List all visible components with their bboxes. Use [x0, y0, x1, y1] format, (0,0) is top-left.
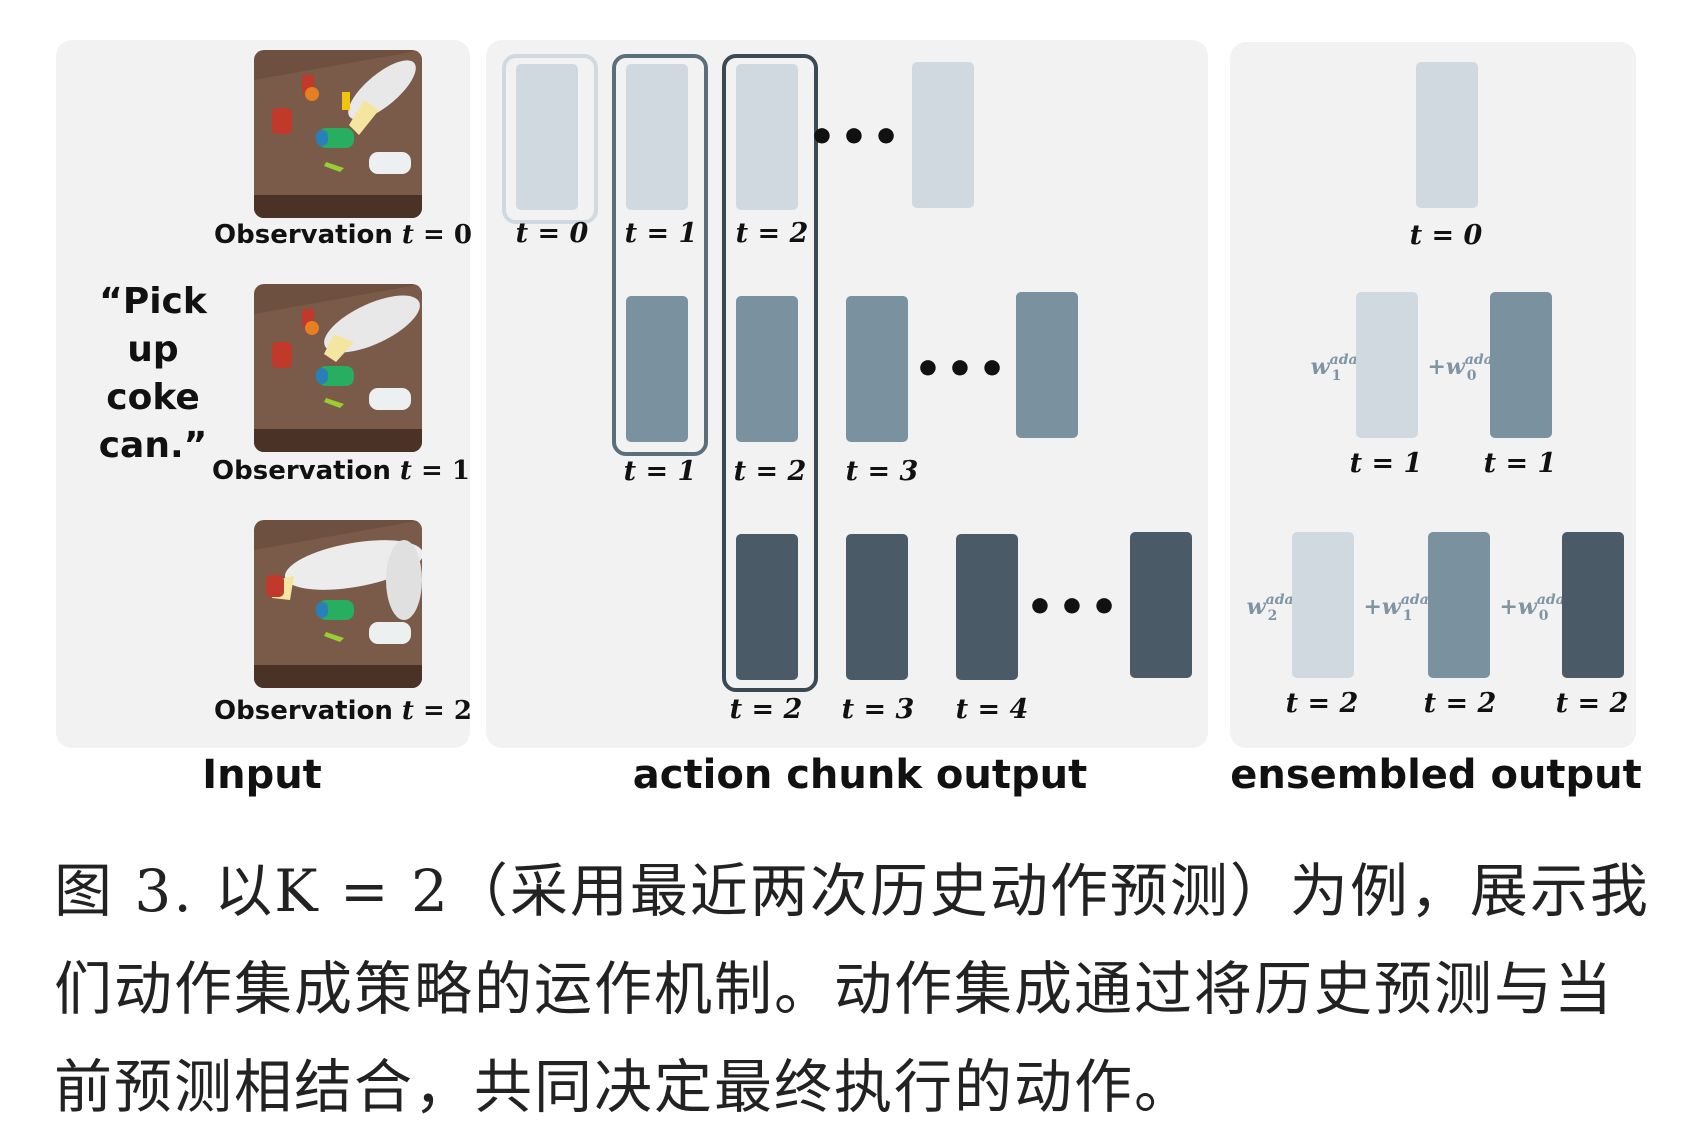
chunk-row0-label: t = 1: [624, 218, 698, 249]
ellipsis: •••: [913, 344, 1011, 395]
section-label-action-chunk: action chunk output: [632, 752, 1088, 798]
chunk-row1-label: t = 1: [623, 456, 697, 487]
ensemble-bar: [1292, 532, 1354, 678]
chunk-row1-label: t = 2: [733, 456, 807, 487]
observation-label-2: Observation t = 2: [214, 696, 472, 726]
instruction-text: “Pick up coke can.”: [98, 281, 208, 466]
chunk-bar: [912, 62, 974, 208]
chunk-row2-label: t = 2: [729, 694, 803, 725]
figure-caption: 图 3. 以K = 2（采用最近两次历史动作预测）为例，展示我们动作集成策略的运…: [54, 857, 1650, 1121]
ensemble-row1-label: t = 1: [1483, 448, 1557, 479]
chunk-bar: [1016, 292, 1078, 438]
section-label-ensembled: ensembled output: [1230, 752, 1642, 798]
chunk-bar: [846, 296, 908, 442]
chunk-bar: [1130, 532, 1192, 678]
ensemble-row2-label: t = 2: [1285, 688, 1359, 719]
highlight-box-t2: [722, 54, 818, 692]
chunk-row2-label: t = 4: [955, 694, 1029, 725]
observation-image-2: [254, 520, 422, 688]
ensemble-row2-label: t = 2: [1423, 688, 1497, 719]
chunk-bar: [846, 534, 908, 680]
chunk-bar: [626, 296, 688, 442]
highlight-box-t0: [502, 54, 598, 224]
chunk-bar: [736, 296, 798, 442]
chunk-row0-label: t = 2: [735, 218, 809, 249]
chunk-bar: [736, 534, 798, 680]
ensemble-row2-label: t = 2: [1555, 688, 1629, 719]
chunk-row1-label: t = 3: [845, 456, 919, 487]
observation-label-1: Observation t = 1: [212, 456, 470, 486]
ensemble-bar: [1416, 62, 1478, 208]
chunk-row0-label: t = 0: [515, 218, 589, 249]
ensemble-bar: [1490, 292, 1552, 438]
ensemble-weight: +wada0: [1427, 352, 1493, 384]
highlight-box-t1: [612, 54, 708, 456]
ensemble-weight: +wada0: [1499, 592, 1565, 624]
chunk-bar: [736, 64, 798, 210]
ensemble-bar: [1356, 292, 1418, 438]
chunk-bar: [956, 534, 1018, 680]
ensemble-bar: [1562, 532, 1624, 678]
ensemble-row1-label: t = 1: [1349, 448, 1423, 479]
section-label-input: Input: [202, 752, 322, 798]
ellipsis: •••: [807, 112, 905, 163]
ensemble-bar: [1428, 532, 1490, 678]
chunk-bar: [516, 64, 578, 210]
ensemble-weight: +wada1: [1363, 592, 1429, 624]
chunk-bar: [626, 64, 688, 210]
ensemble-weight: wada2: [1246, 592, 1294, 624]
ellipsis: •••: [1025, 582, 1123, 633]
ensemble-row0-label: t = 0: [1409, 220, 1483, 251]
observation-image-1: [254, 284, 422, 452]
observation-image-0: [254, 50, 422, 218]
chunk-row2-label: t = 3: [841, 694, 915, 725]
observation-label-0: Observation t = 0: [214, 220, 472, 250]
ensemble-weight: wada1: [1310, 352, 1358, 384]
